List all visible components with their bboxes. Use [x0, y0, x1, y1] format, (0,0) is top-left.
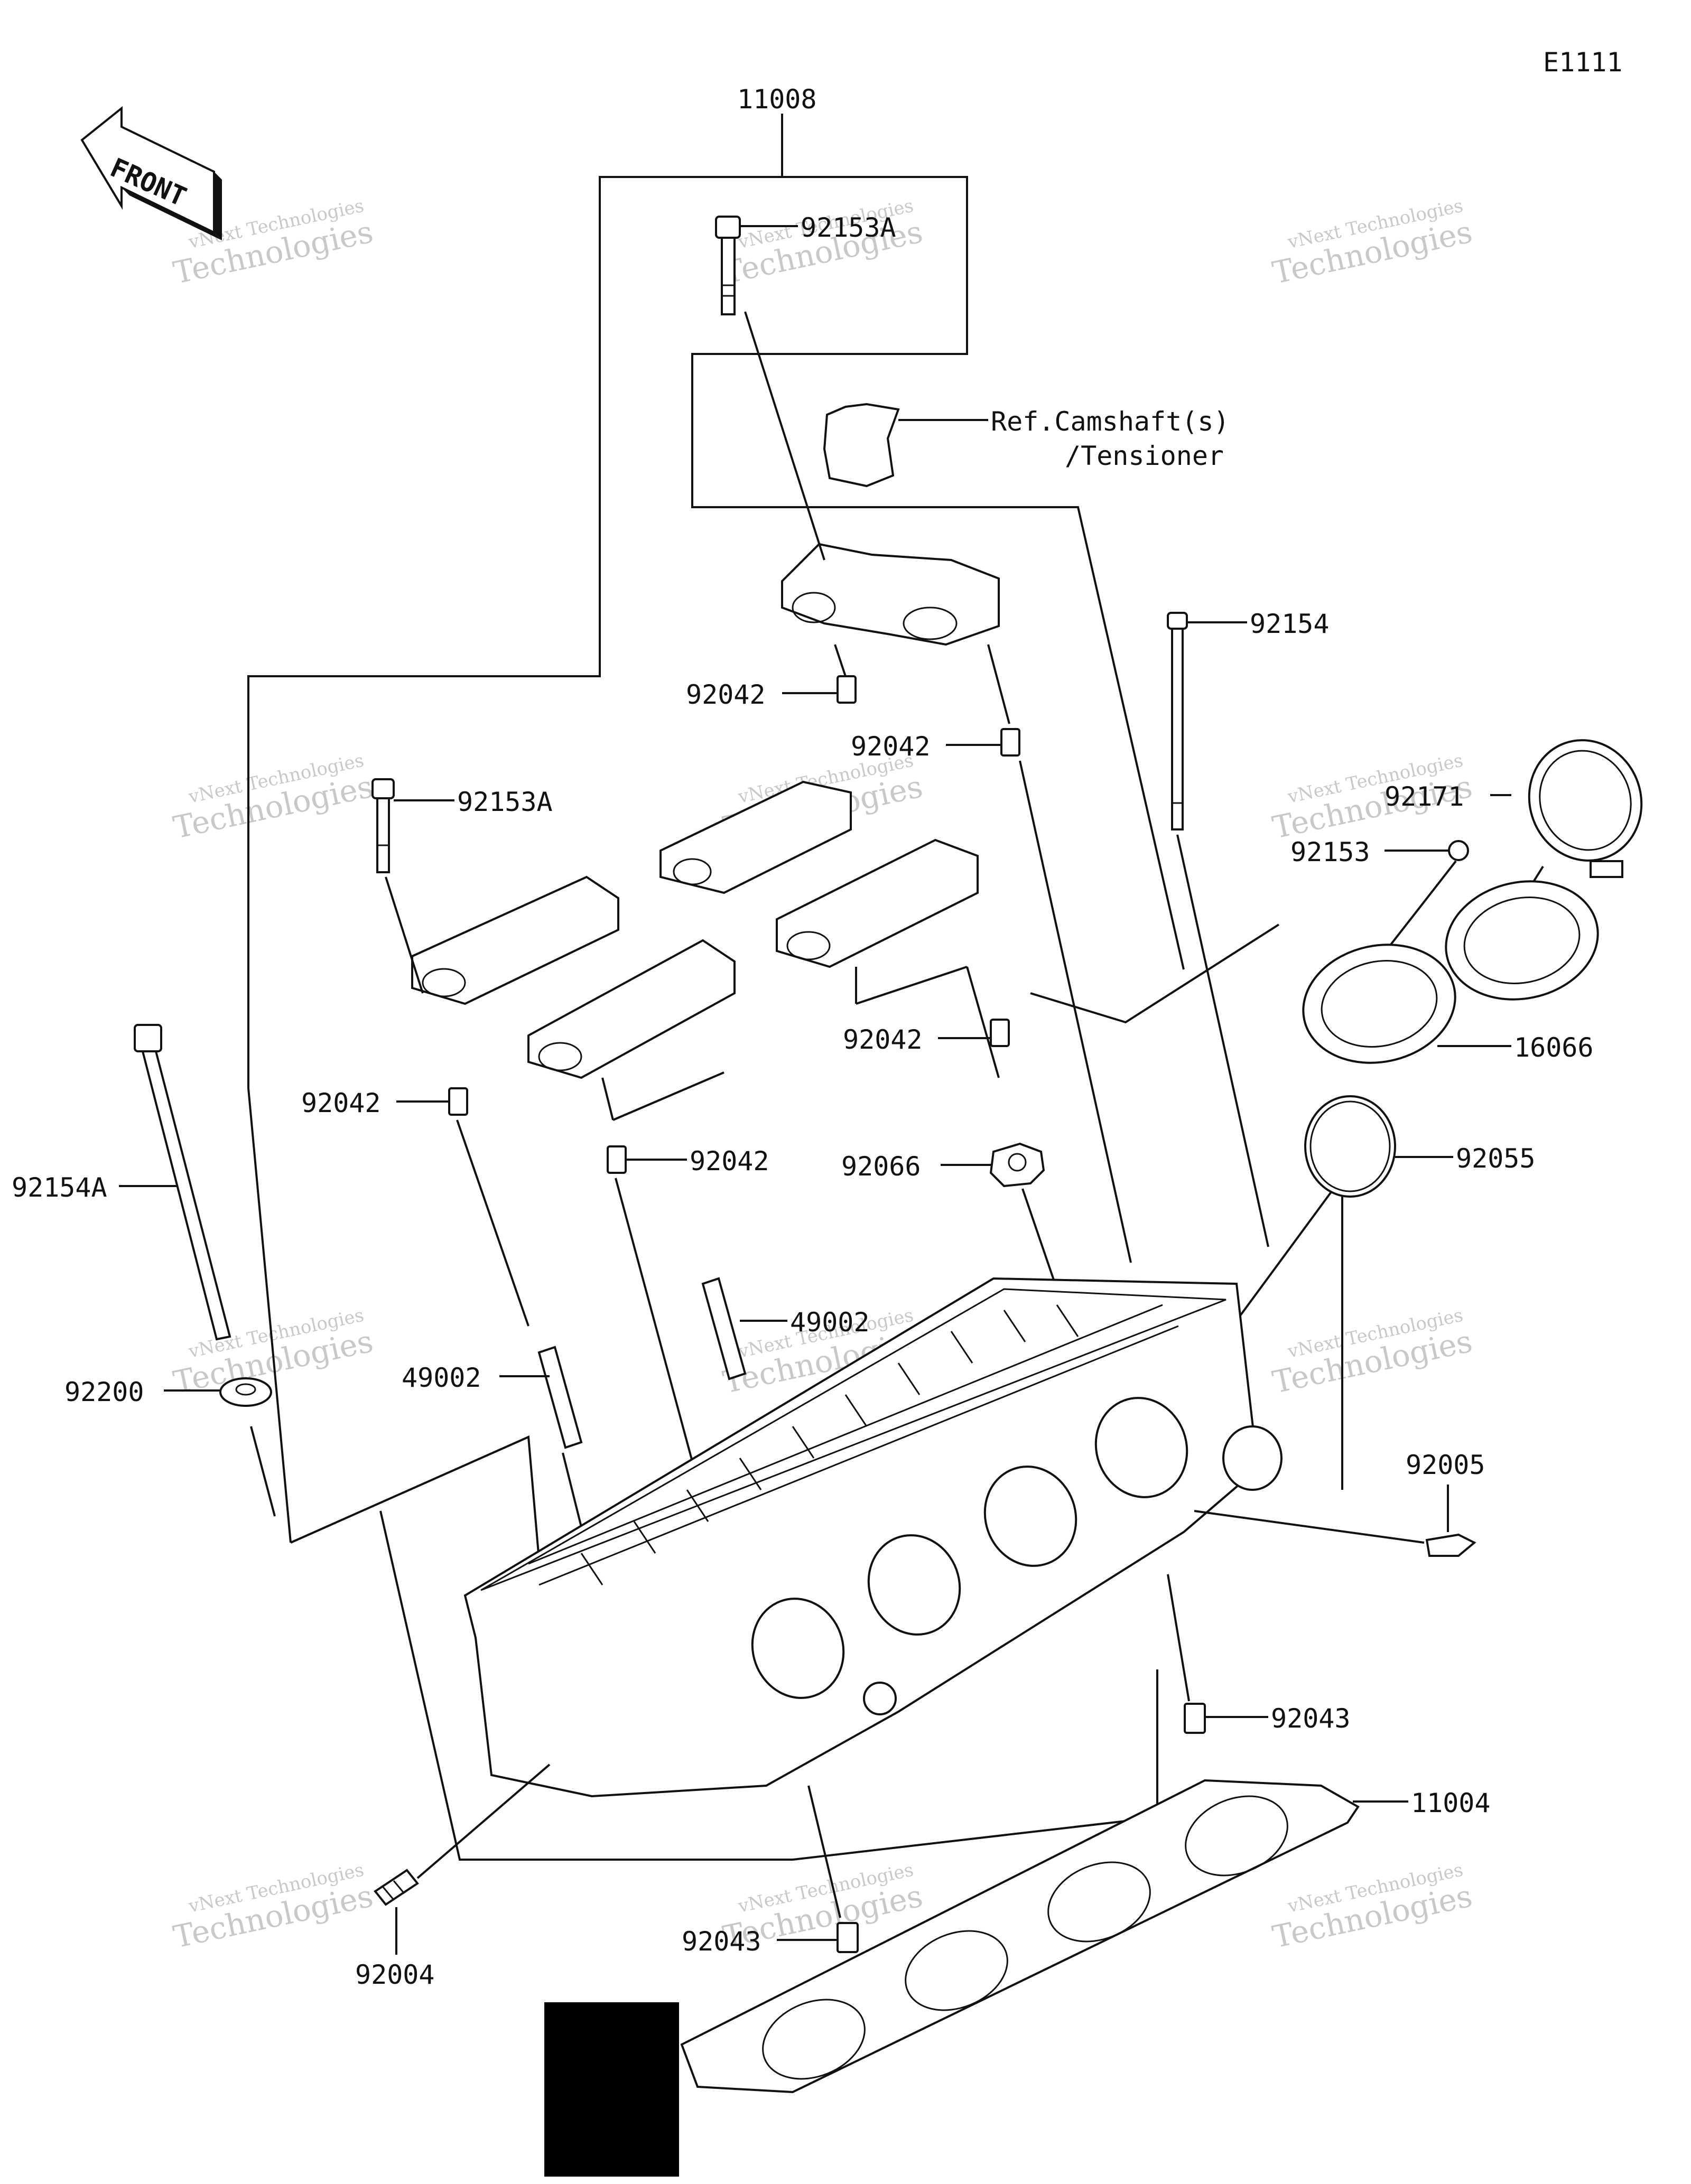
plug-92066 [941, 1142, 1058, 1290]
part-label-92043-b: 92043 [682, 1926, 761, 1957]
part-label-92171: 92171 [1385, 781, 1464, 812]
bolt-92154 [1167, 612, 1269, 1247]
part-label-92154a: 92154A [12, 1172, 107, 1203]
part-label-92043-a: 92043 [1271, 1703, 1351, 1734]
part-label-11008: 11008 [737, 84, 817, 115]
part-label-92004: 92004 [355, 1959, 435, 1990]
black-block [544, 2002, 679, 2177]
bolt-92153a-top [715, 216, 798, 315]
dowel-92042-b [946, 728, 1132, 1263]
part-label-11004: 11004 [1411, 1788, 1491, 1818]
gasket-11004 [680, 1779, 1408, 2094]
valve-guide-49002-b [499, 1346, 588, 1548]
front-arrow-icon: FRONT [80, 106, 222, 240]
screw-92153 [1352, 840, 1469, 994]
bolt-92153a-left [371, 778, 454, 994]
cylinder-head [463, 1277, 1283, 1798]
part-label-92066: 92066 [841, 1151, 921, 1182]
part-label-16066: 16066 [1514, 1032, 1594, 1063]
part-label-92153a-top: 92153A [801, 212, 896, 243]
dowel-92042-c [938, 1019, 1010, 1047]
cooling-fins [580, 1304, 1079, 1585]
part-label-92042-d: 92042 [301, 1088, 381, 1118]
part-label-92042-a: 92042 [686, 679, 766, 710]
part-label-49002-b: 49002 [402, 1362, 481, 1393]
valve-guide-49002-a [701, 1277, 787, 1380]
dowel-92042-d [396, 1087, 529, 1327]
washer-92200 [164, 1377, 272, 1407]
part-label-92200: 92200 [64, 1377, 144, 1407]
dowel-92042-a [782, 675, 857, 704]
dowel-92042-e [607, 1145, 704, 1501]
ref-note-line2: /Tensioner [1065, 441, 1224, 471]
ref-note-line1: Ref.Camshaft(s) [991, 406, 1230, 437]
camshaft-cap-row [411, 780, 1000, 1121]
part-label-92055: 92055 [1456, 1143, 1536, 1174]
camshaft-cap-top [744, 311, 1010, 724]
throttle-holder-16066 [1302, 880, 1599, 1064]
dowel-92043-b [777, 1785, 859, 1953]
diagram-code: E1111 [1543, 47, 1623, 78]
bolt-92005 [1194, 1485, 1476, 1557]
cylinder-bore-group [751, 1397, 1283, 1699]
part-label-92042-e: 92042 [690, 1146, 769, 1177]
dowel-92043-a [1167, 1574, 1268, 1734]
part-label-92042-c: 92042 [843, 1024, 923, 1055]
part-label-92005: 92005 [1406, 1450, 1485, 1480]
part-label-92154: 92154 [1250, 609, 1330, 639]
part-label-49002-a: 49002 [790, 1307, 870, 1338]
part-label-92153a-left: 92153A [457, 787, 553, 817]
part-label-92042-b: 92042 [851, 731, 931, 762]
part-label-92153: 92153 [1290, 837, 1370, 867]
stud-92004 [374, 1763, 551, 1955]
camshaft-bracket [823, 403, 988, 488]
bolt-92154a [119, 1024, 276, 1517]
